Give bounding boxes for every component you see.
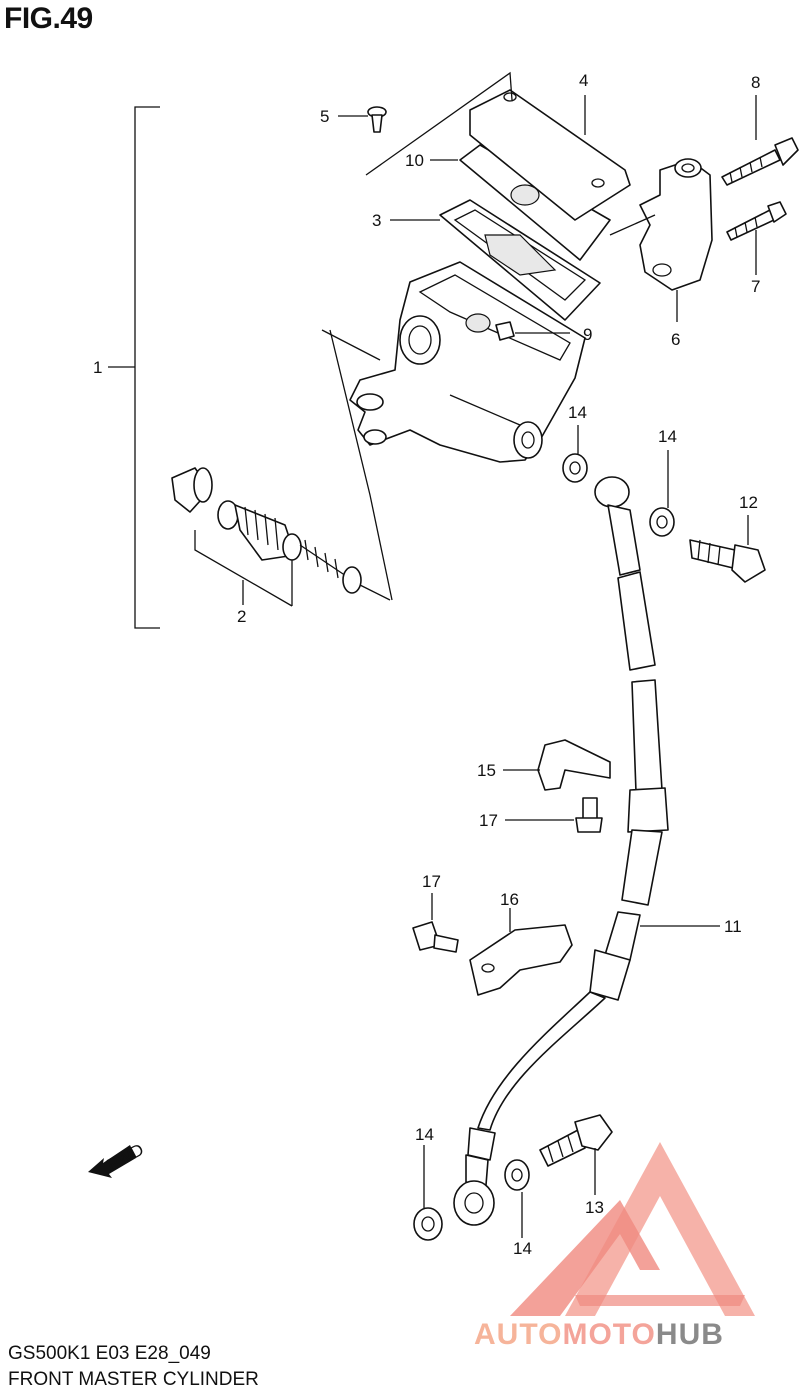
callout-11: 11: [724, 917, 742, 936]
diaphragm-plate: [390, 199, 601, 321]
washer-lower-right: [504, 1159, 530, 1238]
clamp-bolt-lower: [726, 201, 787, 275]
watermark-part-1: AUTO: [474, 1318, 563, 1351]
washer-upper-right: [649, 450, 675, 537]
reservoir-clip: [495, 321, 570, 341]
washer-upper-left: [562, 425, 588, 483]
clamp-bolt-17-right: [505, 797, 603, 833]
callout-14-c: 14: [415, 1125, 434, 1144]
callout-10: 10: [405, 151, 424, 170]
callout-16: 16: [500, 890, 519, 909]
callout-5: 5: [320, 107, 329, 126]
callout-6: 6: [671, 330, 680, 349]
master-cylinder-body: [349, 261, 586, 463]
callout-2: 2: [237, 607, 246, 626]
callout-4: 4: [579, 71, 588, 90]
piston-guide-lines: [321, 329, 393, 601]
footer-model-code: GS500K1 E03 E28_049: [8, 1343, 211, 1364]
figure-title: FIG.49: [4, 2, 93, 35]
callout-9: 9: [583, 325, 592, 344]
callout-8: 8: [751, 73, 760, 92]
washer-lower-left: [413, 1145, 443, 1241]
callout-14-b: 14: [658, 427, 677, 446]
watermark-part-2: MOTO: [562, 1318, 656, 1351]
clamp-bolt-17-left: [412, 893, 459, 953]
callout-1: 1: [93, 358, 102, 377]
footer-section-name: FRONT MASTER CYLINDER: [8, 1369, 259, 1390]
brake-hose: [453, 476, 720, 1226]
fwd-arrow-icon: FWD: [88, 1140, 147, 1178]
watermark-part-3: HUB: [655, 1318, 724, 1351]
callout-13: 13: [585, 1198, 604, 1217]
hose-bracket-16: [469, 908, 573, 996]
union-bolt-lower: [539, 1114, 613, 1195]
handlebar-clamp: [609, 158, 713, 322]
callout-15: 15: [477, 761, 496, 780]
hose-clamp-15: [503, 739, 611, 791]
clamp-bolt-upper: [721, 95, 799, 186]
assembly-bracket-1: [108, 106, 160, 629]
reservoir-cap: [365, 71, 631, 261]
triangle-logo-icon: [510, 1142, 755, 1316]
callout-14-d: 14: [513, 1239, 532, 1258]
callout-3: 3: [372, 211, 381, 230]
piston-kit: [171, 467, 391, 607]
union-bolt-upper: [689, 515, 766, 583]
callout-14-a: 14: [568, 403, 587, 422]
watermark-text: AUTOMOTOHUB: [474, 1318, 724, 1352]
callout-17-a: 17: [479, 811, 498, 830]
fwd-label: FWD: [104, 1140, 147, 1175]
callout-12: 12: [739, 493, 758, 512]
callout-7: 7: [751, 277, 760, 296]
cap-screw: [338, 106, 387, 133]
callout-17-b: 17: [422, 872, 441, 891]
